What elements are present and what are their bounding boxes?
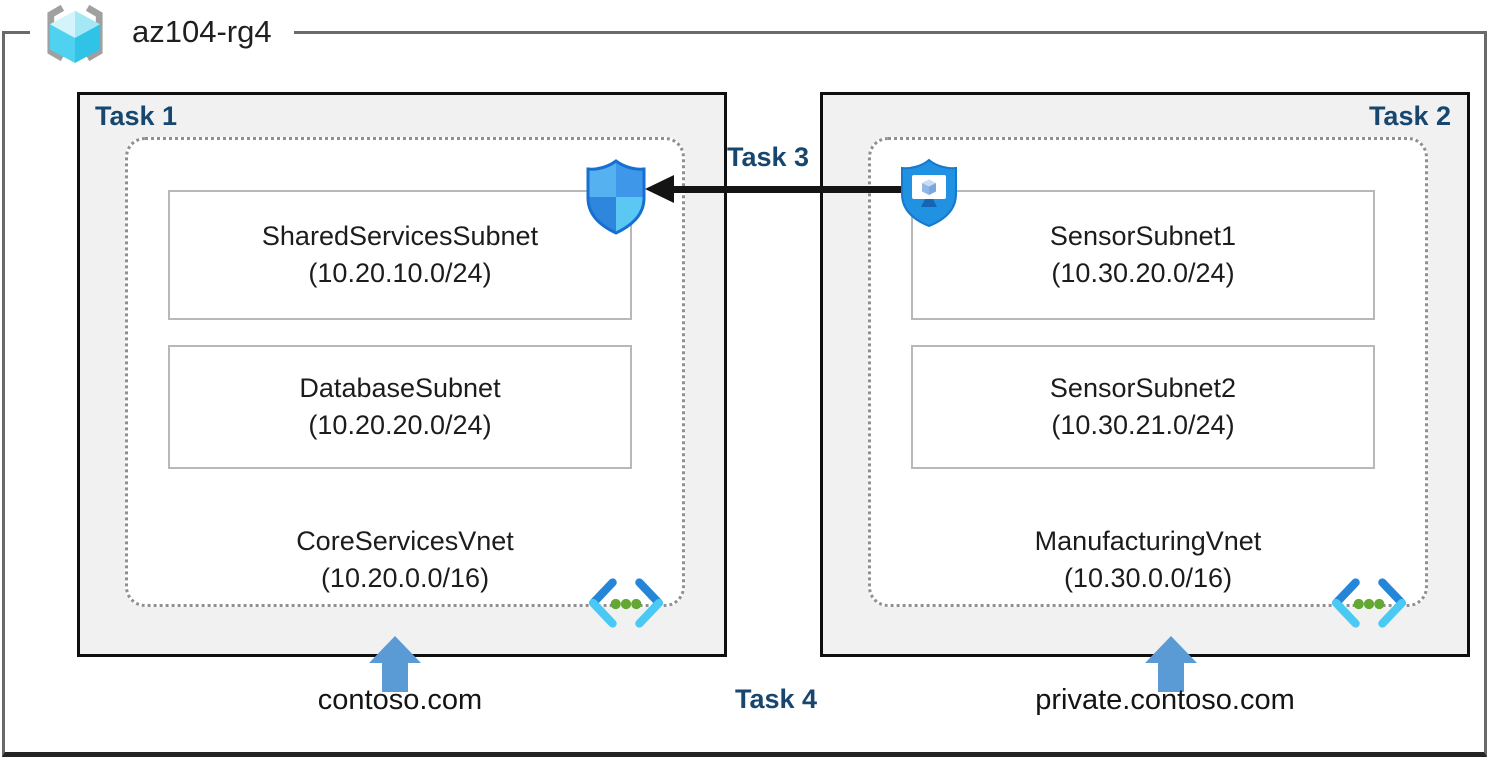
subnet-name: SensorSubnet1 <box>1049 221 1237 251</box>
black-left-arrow-head-icon <box>645 175 674 203</box>
dns-zone-private-contoso: private.contoso.com <box>1035 684 1295 716</box>
task3-label: Task 3 <box>726 142 810 172</box>
task2-label: Task 2 <box>1368 101 1451 131</box>
subnet-database: DatabaseSubnet (10.20.20.0/24) <box>168 345 632 469</box>
network-security-shield-icon <box>586 159 646 235</box>
subnet-name: DatabaseSubnet <box>299 373 501 403</box>
subnet-sharedservices: SharedServicesSubnet (10.20.10.0/24) <box>168 190 632 320</box>
dns-zone-contoso: contoso.com <box>317 684 483 716</box>
resource-group-icon <box>47 4 103 63</box>
task4-label: Task 4 <box>734 684 818 714</box>
subnet-sensor1: SensorSubnet1 (10.30.20.0/24) <box>911 190 1375 320</box>
virtual-network-icon <box>589 578 663 628</box>
vnet-name: CoreServicesVnet <box>296 526 514 556</box>
subnet-prefix: (10.30.20.0/24) <box>1051 258 1235 288</box>
resource-group-border <box>2 31 1487 757</box>
blue-up-arrow-icon <box>1145 636 1197 692</box>
task1-label: Task 1 <box>95 101 178 131</box>
blue-up-arrow-icon <box>369 636 421 692</box>
peering-arrow-line <box>672 186 924 193</box>
subnet-name: SharedServicesSubnet <box>261 221 539 251</box>
vnet-address-space: (10.30.0.0/16) <box>1063 563 1233 593</box>
subnet-prefix: (10.30.21.0/24) <box>1051 410 1235 440</box>
vnet-title-coreservices: CoreServicesVnet (10.20.0.0/16) <box>128 523 682 597</box>
subnet-name: SensorSubnet2 <box>1049 373 1237 403</box>
vnet-title-manufacturing: ManufacturingVnet (10.30.0.0/16) <box>871 523 1425 597</box>
subnet-prefix: (10.20.10.0/24) <box>308 258 492 288</box>
panel-manufacturing: Task 2 SensorSubnet1 (10.30.20.0/24) Sen… <box>820 92 1470 657</box>
virtual-network-icon <box>1332 578 1406 628</box>
vnet-boundary-manufacturing: SensorSubnet1 (10.30.20.0/24) SensorSubn… <box>868 137 1428 628</box>
resource-group-title: az104-rg4 <box>132 14 272 49</box>
shielded-virtual-machine-icon <box>901 158 957 228</box>
vnet-address-space: (10.20.0.0/16) <box>320 563 490 593</box>
subnet-sensor2: SensorSubnet2 (10.30.21.0/24) <box>911 345 1375 469</box>
vnet-name: ManufacturingVnet <box>1034 526 1262 556</box>
subnet-prefix: (10.20.20.0/24) <box>308 410 492 440</box>
